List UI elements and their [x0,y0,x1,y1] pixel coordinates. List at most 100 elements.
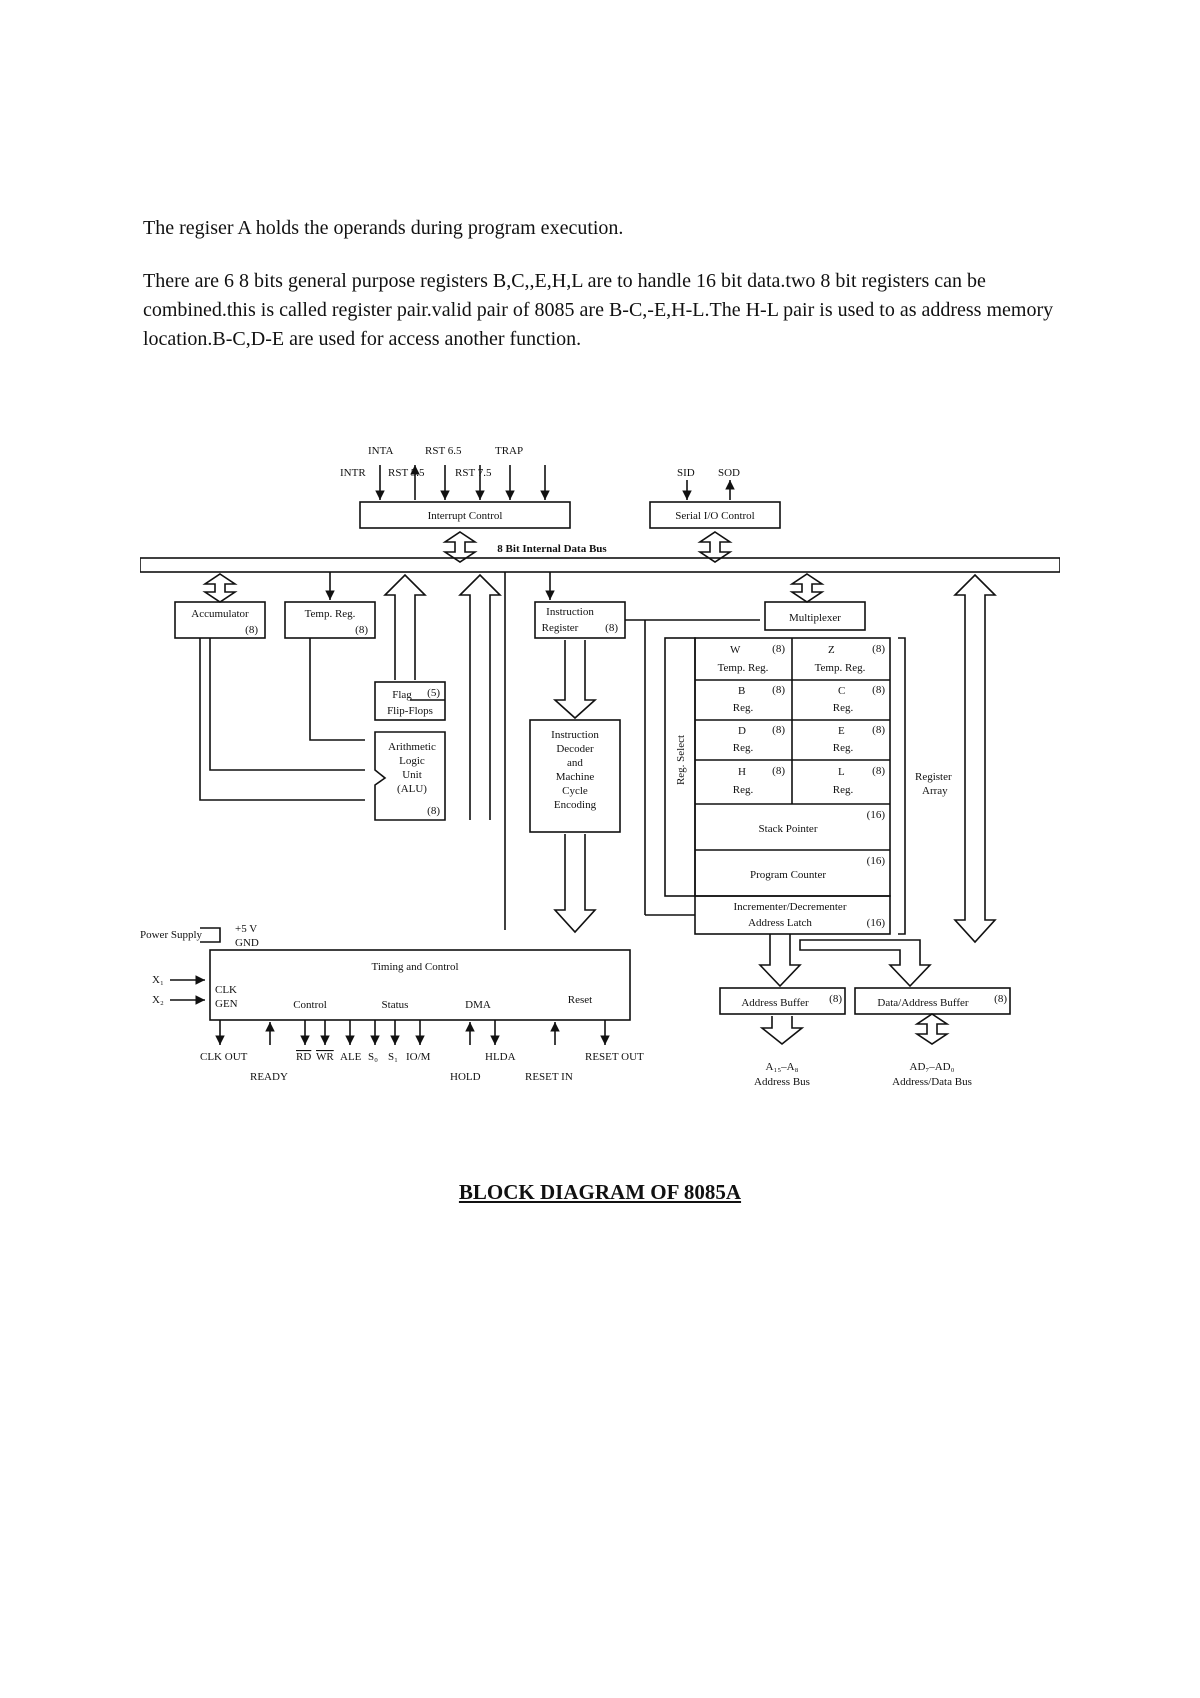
alu-label-1: Arithmetic [388,741,436,753]
reg-z-label: Temp. Reg. [815,662,866,674]
s0-label: S₀ [368,1051,378,1063]
inc-dec-bits: (16) [867,917,886,929]
serial-control-label: Serial I/O Control [675,510,754,522]
alu-label-4: (ALU) [397,783,427,795]
reg-l-bits: (8) [872,765,885,777]
multiplexer-label: Multiplexer [789,612,841,624]
reg-w-bits: (8) [772,643,785,655]
instruction-register-label-1: Instruction [546,606,594,618]
pin-inta: INTA [368,445,393,457]
decoder-label-3: and [567,757,583,769]
reg-l-label: Reg. [833,784,854,796]
reg-b-label: Reg. [733,702,754,714]
reg-e-name: E [838,725,845,737]
alu-label-3: Unit [402,769,422,781]
control-label: Control [293,999,327,1011]
temp-reg-bits: (8) [355,624,368,636]
inc-dec-label-1: Incrementer/Decrementer [734,901,847,913]
block-diagram-8085: INTA RST 6.5 TRAP INTR RST 5.5 RST 7.5 S… [140,445,1060,1088]
dma-label: DMA [465,999,491,1011]
pin-rst65: RST 6.5 [425,445,462,457]
instruction-register-label-2: Register [542,622,579,634]
paragraph-general-registers: There are 6 8 bits general purpose regis… [143,270,1054,350]
wr-label: WR [316,1051,334,1063]
reg-l-name: L [838,766,845,778]
hlda-label: HLDA [485,1051,516,1063]
pin-sid: SID [677,467,695,479]
interrupt-control-label: Interrupt Control [428,510,503,522]
reset-in-label: RESET IN [525,1071,573,1083]
reg-select-label: Reg. Select [675,735,687,785]
diagram-caption: BLOCK DIAGRAM OF 8085A [458,1180,742,1204]
clk-out-label: CLK OUT [200,1051,248,1063]
temp-reg-label: Temp. Reg. [305,608,356,620]
stack-pointer-label: Stack Pointer [759,823,818,835]
s1-label: S₁ [388,1051,398,1063]
power-supply-label: Power Supply [140,929,203,941]
data-address-buffer-label: Data/Address Buffer [877,997,968,1009]
accumulator-label: Accumulator [191,608,249,620]
decoder-label-4: Machine [556,771,595,783]
address-bus-label-2: Address Bus [754,1076,810,1088]
reg-d-bits: (8) [772,724,785,736]
paragraph-register-a: The regiser A holds the operands during … [143,217,624,239]
decoder-label-2: Decoder [556,743,594,755]
pin-rst55: RST 5.5 [388,467,425,479]
reset-out-label: RESET OUT [585,1051,644,1063]
flag-label-1: Flag [392,689,412,701]
register-array-label-1: Register [915,771,952,783]
register-array-label-2: Array [922,785,948,797]
flag-bits: (5) [427,687,440,699]
reg-w-label: Temp. Reg. [718,662,769,674]
address-buffer-bits: (8) [829,993,842,1005]
data-bus-label-2: Address/Data Bus [892,1076,972,1088]
reg-h-name: H [738,766,746,778]
ready-label: READY [250,1071,288,1083]
decoder-label-5: Cycle [562,785,588,797]
x2-label: X₂ [152,994,164,1006]
status-label: Status [382,999,409,1011]
ale-label: ALE [340,1051,362,1063]
program-counter-label: Program Counter [750,869,826,881]
address-bus-label-1: A₁₅–A₈ [766,1061,799,1073]
x1-label: X₁ [152,974,164,986]
reg-h-label: Reg. [733,784,754,796]
plus5v-label: +5 V [235,923,257,935]
gnd-label: GND [235,937,259,949]
timing-control-label: Timing and Control [372,961,459,973]
reg-h-bits: (8) [772,765,785,777]
alu-bits: (8) [427,805,440,817]
alu-label-2: Logic [399,755,425,767]
reg-z-name: Z [828,644,835,656]
reg-c-name: C [838,685,845,697]
rd-label: RD [296,1051,311,1063]
reg-b-name: B [738,685,745,697]
stack-pointer-bits: (16) [867,809,886,821]
program-counter-bits: (16) [867,855,886,867]
instruction-register-bits: (8) [605,622,618,634]
pin-rst75: RST 7.5 [455,467,492,479]
accumulator-bits: (8) [245,624,258,636]
inc-dec-label-2: Address Latch [748,917,812,929]
clk-gen-label-1: CLK [215,984,237,996]
reg-c-label: Reg. [833,702,854,714]
data-address-buffer-bits: (8) [994,993,1007,1005]
reg-z-bits: (8) [872,643,885,655]
reg-w-name: W [730,644,741,656]
pin-intr: INTR [340,467,366,479]
clk-gen-label-2: GEN [215,998,238,1010]
decoder-label-1: Instruction [551,729,599,741]
reset-label: Reset [568,994,592,1006]
iom-label: IO/M [406,1051,431,1063]
data-bus-label-1: AD₇–AD₀ [910,1061,955,1073]
reg-e-label: Reg. [833,742,854,754]
decoder-label-6: Encoding [554,799,597,811]
pin-trap: TRAP [495,445,523,457]
reg-c-bits: (8) [872,684,885,696]
bus-label: 8 Bit Internal Data Bus [497,543,607,555]
reg-b-bits: (8) [772,684,785,696]
reg-d-label: Reg. [733,742,754,754]
reg-d-name: D [738,725,746,737]
reg-e-bits: (8) [872,724,885,736]
pin-sod: SOD [718,467,740,479]
